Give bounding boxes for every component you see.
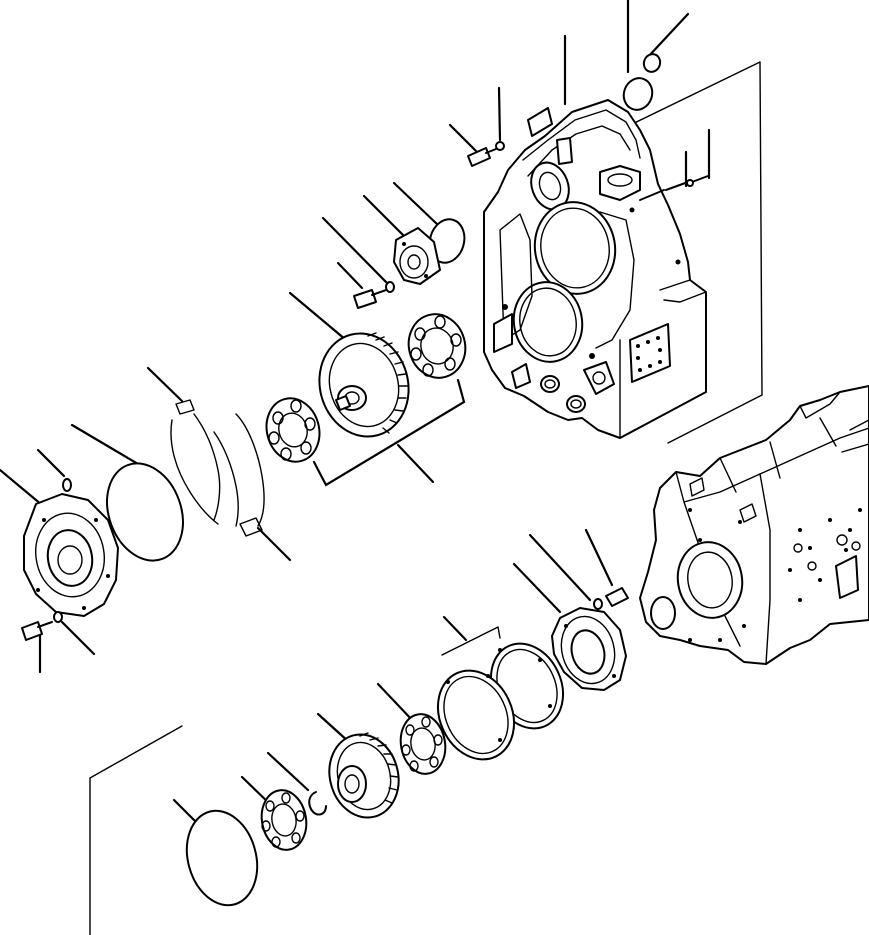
bearing-lower — [399, 713, 447, 775]
cap-top — [642, 53, 662, 73]
gear-housing — [483, 61, 763, 444]
pump-adapter — [393, 227, 441, 285]
washer-adapter — [385, 281, 395, 293]
o-ring-top — [622, 77, 654, 111]
o-ring-lower — [185, 809, 259, 907]
gear-lower — [328, 732, 400, 819]
bolt-cover — [21, 611, 63, 641]
bearing-inner — [407, 313, 467, 379]
drive-gear — [318, 332, 410, 438]
cover-plate — [23, 493, 119, 617]
bearing-lower-outer — [260, 789, 308, 851]
bolt-retainer — [605, 587, 629, 607]
bearing-retainer — [551, 607, 627, 691]
washer-retainer — [593, 598, 603, 610]
pins-right — [639, 175, 709, 201]
washer-cover-top — [62, 478, 72, 492]
o-ring — [106, 462, 184, 562]
bearing-outer — [265, 397, 321, 463]
bolt-top — [467, 141, 505, 167]
shim-set-upper — [170, 399, 265, 537]
engine-block — [639, 385, 869, 665]
bolt-adapter — [353, 289, 387, 309]
snap-ring-lower — [308, 791, 327, 816]
seal-ring — [428, 218, 466, 264]
gasket-lower — [437, 642, 564, 761]
